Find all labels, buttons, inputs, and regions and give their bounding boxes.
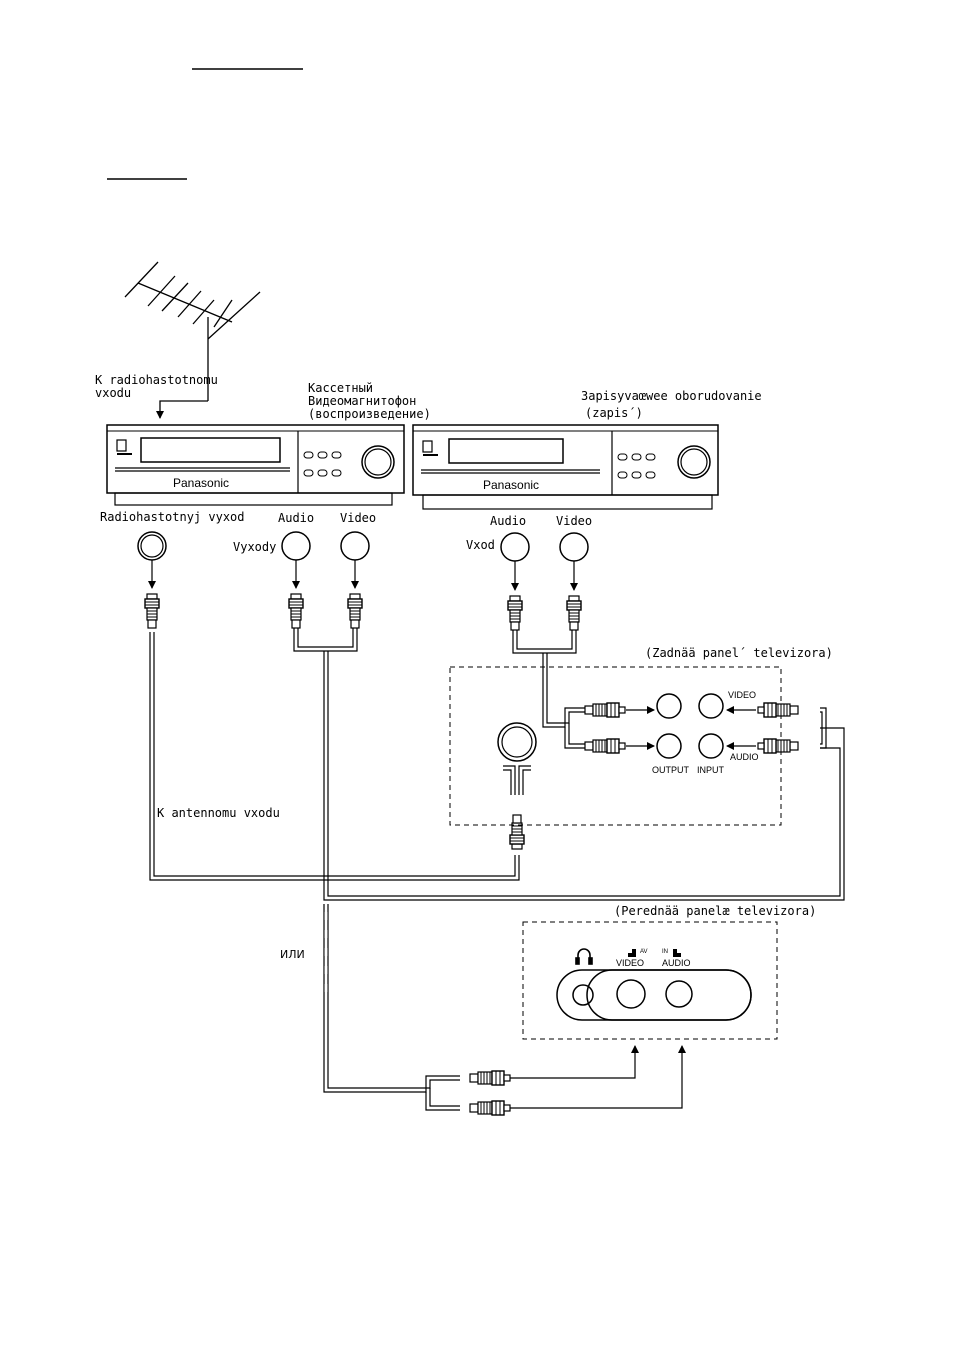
rear-output-video-jack (656, 693, 682, 719)
vcr2-audio-jack (500, 532, 530, 562)
or-label: ИЛИ (280, 948, 305, 961)
rear-input-video-jack (698, 693, 724, 719)
vcr-recording-brand: Panasonic (483, 478, 539, 492)
rca-plug-icon (288, 593, 304, 629)
outputs-label: Vyxody (233, 540, 276, 554)
vcr-play-label-1: Кассетный (308, 381, 373, 395)
vcr-recording (412, 424, 719, 510)
tv-front-panel (522, 921, 778, 1040)
rca-plug-icon (584, 702, 626, 718)
cables (149, 628, 845, 1111)
rca-plug-icon (347, 593, 363, 629)
rear-output-label: OUTPUT (652, 765, 690, 775)
rear-output-audio-jack (656, 733, 682, 759)
rca-plug-icon (144, 593, 160, 629)
vcr-playback (106, 424, 405, 506)
vcr-play-label-2: Видеомагнитофон (308, 394, 416, 408)
rear-input-label: INPUT (697, 765, 725, 775)
rca-plug-icon (507, 595, 523, 631)
vcr2-video-label: Video (556, 514, 592, 528)
to-antenna-label: K antennomu vxodu (157, 806, 280, 820)
front-in-label: IN (662, 949, 668, 955)
vcr-record-label-1: 3apisyvaœwee oborudovanie (581, 389, 762, 403)
front-video-jack (616, 979, 646, 1009)
vcr-play-label-3: (воспроизведение) (308, 407, 431, 421)
vcr1-video-label: Video (340, 511, 376, 525)
rf-output-jack (137, 531, 167, 561)
vcr1-audio-jack (281, 531, 311, 561)
headphones-icon (575, 948, 593, 965)
vcr1-video-jack (340, 531, 370, 561)
tv-front-label: (Perednää panelæ televizora) (614, 904, 816, 918)
vcr2-video-jack (559, 532, 589, 562)
vcr2-audio-label: Audio (490, 514, 526, 528)
antenna-input-label-1: K radiohastotnomu (95, 373, 218, 387)
rca-plug-icon (566, 595, 582, 631)
antenna-input-label-2: vxodu (95, 386, 131, 400)
vcr-playback-brand: Panasonic (173, 476, 229, 490)
front-headphone-jack (572, 984, 594, 1006)
vcr-record-label-2: (zapis´) (585, 406, 643, 420)
front-audio-label: AUDIO (662, 958, 691, 968)
rca-plug-icon (757, 738, 799, 754)
input-label: Vxod (466, 538, 495, 552)
rca-plug-icon (469, 1070, 511, 1086)
tv-antenna-jack (497, 722, 537, 795)
rear-input-audio-jack (698, 733, 724, 759)
rear-audio-label: AUDIO (730, 752, 759, 762)
vcr1-audio-label: Audio (278, 511, 314, 525)
front-audio-jack (665, 980, 693, 1008)
front-video-label: VIDEO (616, 958, 644, 968)
front-av-marks (628, 949, 681, 957)
rca-plug-icon (469, 1100, 511, 1116)
antenna-icon (124, 261, 261, 419)
rca-plug-icon (509, 814, 525, 850)
rca-plug-icon (584, 738, 626, 754)
front-av-label: AV (640, 949, 648, 955)
front-jack-panel (556, 969, 752, 1021)
rear-video-label: VIDEO (728, 690, 756, 700)
rca-plug-icon (757, 702, 799, 718)
rf-output-label: Radiohastotnyj vyxod (100, 510, 245, 524)
tv-rear-label: (Zadnää panel´ televizora) (645, 646, 833, 660)
